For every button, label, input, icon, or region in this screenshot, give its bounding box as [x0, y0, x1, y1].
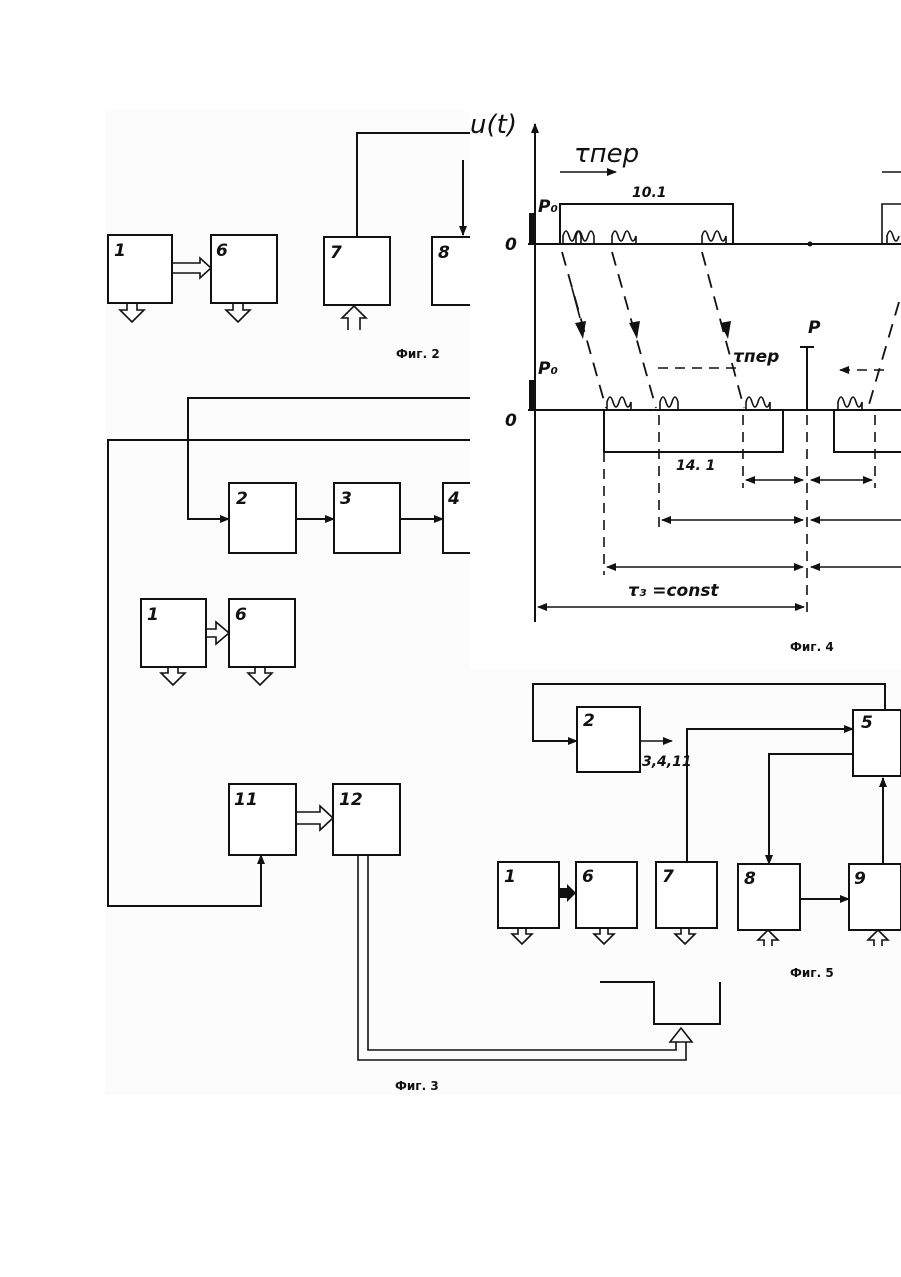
fig3-caption: Фиг. 3	[395, 1079, 439, 1093]
fig3-block-4-label: 4	[447, 489, 460, 509]
fig4-p0-top: P₀	[538, 197, 558, 217]
fig3-block-6-label: 6	[235, 605, 247, 625]
fig2-block-6-label: 6	[216, 241, 228, 261]
fig4-p0-pulse-mid	[529, 380, 536, 410]
fig4-label-10-1: 10.1	[632, 185, 667, 201]
fig5-block-9-label: 9	[854, 869, 866, 889]
fig4-p0-pulse-top	[529, 213, 536, 244]
fig2-caption: Фиг. 2	[396, 347, 440, 361]
fig5-block-7-label: 7	[662, 867, 674, 887]
fig5-caption: Фиг. 5	[790, 966, 834, 980]
fig4-tau-per-top: τпер	[574, 139, 639, 169]
fig2-block-1-label: 1	[114, 241, 126, 261]
fig3-block-1-label: 1	[147, 605, 159, 625]
fig2-block-7-label: 7	[330, 243, 342, 263]
fig5-block-6-label: 6	[582, 867, 594, 887]
fig5-block-1-label: 1	[504, 867, 516, 887]
fig3-block-11-label: 11	[234, 790, 258, 810]
fig4-timing-diagram: u(t) 0 P₀ τпер 10.1 0 P₀ τпер	[470, 110, 901, 670]
fig5-outputs-label: 3,4,11	[642, 754, 692, 770]
fig4-zero-mid: 0	[505, 411, 517, 431]
fig3-block-3-label: 3	[340, 489, 352, 509]
fig4-label-p: P	[808, 318, 821, 338]
fig4-tau-per-mid: τпер	[733, 347, 779, 367]
fig5-block-5-label: 5	[861, 713, 873, 733]
fig4-marker-top	[808, 242, 813, 247]
fig4-p0-mid: P₀	[538, 359, 558, 379]
fig4-tau3-const: τ₃ =const	[628, 581, 719, 601]
fig4-caption: Фиг. 4	[790, 640, 834, 654]
fig2-block-8-label: 8	[438, 243, 450, 263]
fig4-label-14-1: 14. 1	[676, 458, 715, 474]
fig4-y-axis-label: u(t)	[470, 110, 517, 140]
fig3-block-2-label: 2	[236, 489, 248, 509]
fig3-block-12-label: 12	[339, 790, 363, 810]
fig5-block-2-label: 2	[583, 711, 595, 731]
fig4-zero-top: 0	[505, 235, 517, 255]
fig5-block-8-label: 8	[744, 869, 756, 889]
